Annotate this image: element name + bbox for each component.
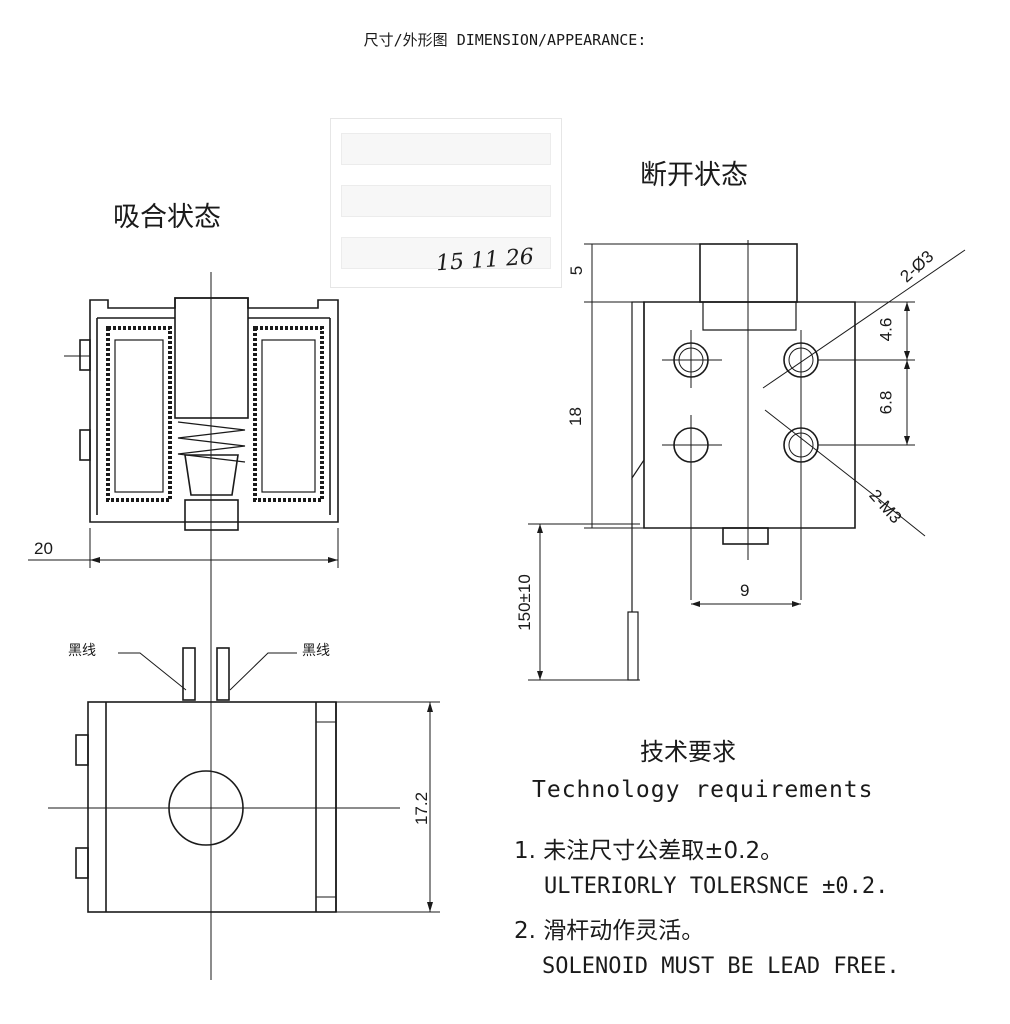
dim-stroke: 5 bbox=[567, 265, 587, 276]
stopper bbox=[184, 454, 239, 496]
plunger bbox=[174, 297, 249, 419]
wire-label-right: 黑线 bbox=[302, 643, 330, 659]
front-view bbox=[48, 647, 440, 913]
wire-left bbox=[182, 647, 196, 701]
open-state-view bbox=[528, 240, 966, 681]
dim-body-height: 18 bbox=[565, 407, 585, 426]
requirement-2-cn: 2. 滑杆动作灵活。 bbox=[514, 918, 705, 944]
closed-section-view bbox=[28, 272, 339, 980]
terminal-top bbox=[79, 339, 91, 371]
bottom-stub bbox=[722, 527, 769, 545]
requirement-1-cn: 1. 未注尺寸公差取±0.2。 bbox=[514, 838, 784, 864]
leader-holes bbox=[762, 249, 966, 389]
wire-right bbox=[216, 647, 230, 701]
drawing-header: 尺寸/外形图 DIMENSION/APPEARANCE: bbox=[363, 31, 647, 49]
frame-outline bbox=[89, 297, 339, 523]
coil-left bbox=[106, 326, 172, 502]
dim-width-left: 20 bbox=[34, 539, 53, 558]
requirement-2-en: SOLENOID MUST BE LEAD FREE. bbox=[542, 954, 900, 979]
bottom-pin bbox=[184, 499, 239, 531]
requirements-title-cn: 技术要求 bbox=[640, 738, 736, 766]
dim-hole-spacing-2: 6.8 bbox=[876, 390, 896, 415]
faded-stamp bbox=[330, 118, 562, 288]
dim-height-front: 17.2 bbox=[412, 791, 432, 826]
front-body bbox=[87, 701, 337, 913]
leader-threads bbox=[764, 409, 881, 501]
terminal-bottom bbox=[79, 429, 91, 461]
bracket-body bbox=[643, 301, 856, 529]
dim-hole-pitch: 9 bbox=[740, 581, 750, 600]
requirement-1-en: ULTERIORLY TOLERSNCE ±0.2. bbox=[544, 874, 889, 899]
open-state-title: 断开状态 bbox=[640, 160, 748, 191]
coil-right bbox=[253, 326, 324, 502]
dim-hole-spacing-1: 4.6 bbox=[876, 317, 896, 342]
dim-lead-length: 150±10 bbox=[514, 574, 534, 631]
closed-state-title: 吸合状态 bbox=[113, 202, 221, 233]
wire-label-left: 黑线 bbox=[68, 643, 96, 659]
requirements-title-en: Technology requirements bbox=[532, 777, 874, 803]
